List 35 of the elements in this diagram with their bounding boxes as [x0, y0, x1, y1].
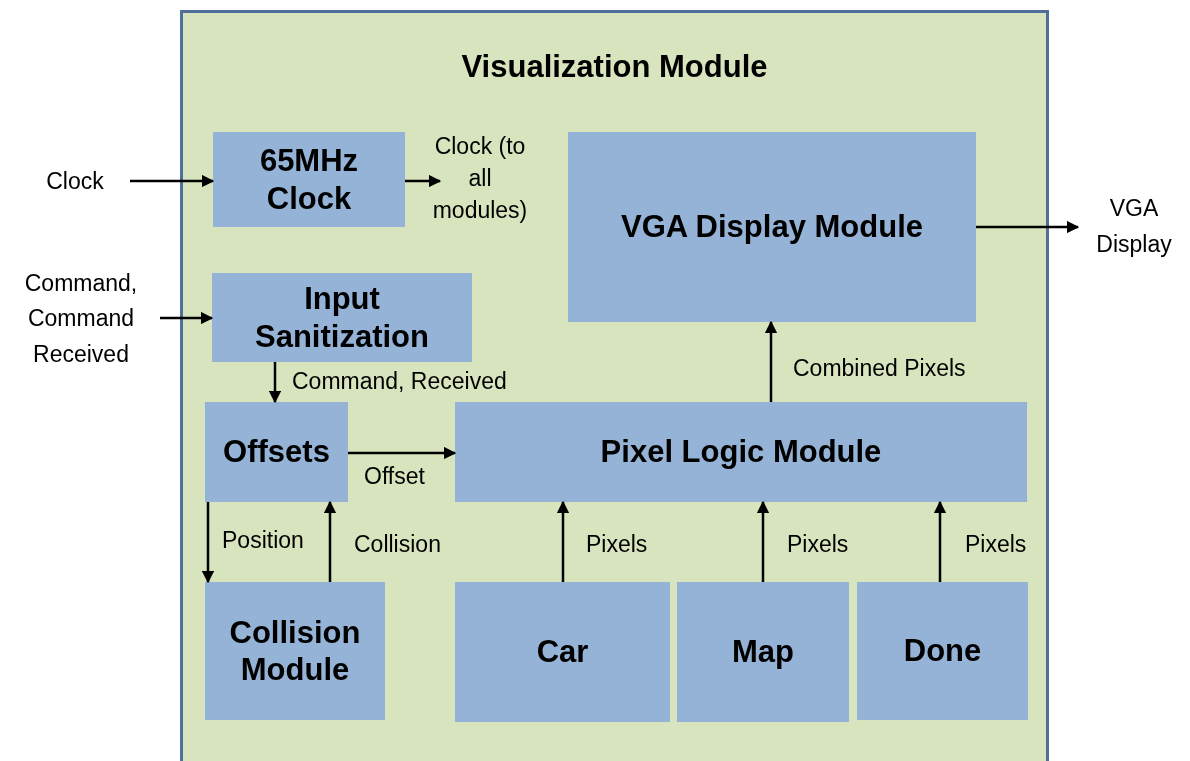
module-panel: [180, 10, 1049, 761]
signal-name: VGA Display: [1078, 190, 1190, 264]
arrow: [756, 500, 770, 582]
panel-title: Visualization Module: [460, 49, 769, 85]
arrow: [323, 500, 337, 582]
block-box: Offsets: [205, 402, 348, 502]
edge-label: Command, Received: [292, 367, 507, 396]
arrow: [201, 502, 215, 584]
block-box: Car: [455, 582, 670, 722]
block-box: VGA Display Module: [568, 132, 976, 322]
block-box: Done: [857, 582, 1028, 720]
arrow: [160, 311, 214, 325]
edge-label: Pixels: [965, 530, 1027, 559]
arrow: [268, 362, 282, 404]
edge-label: Pixels: [787, 530, 849, 559]
arrow: [405, 174, 442, 188]
edge-label: Position: [222, 526, 304, 555]
edge-label: Clock (to all modules): [431, 132, 529, 226]
arrow: [556, 500, 570, 582]
arrow: [348, 446, 457, 460]
arrow: [130, 174, 215, 188]
signal-name: Command, Command Received: [2, 266, 160, 372]
block-box: Pixel Logic Module: [455, 402, 1027, 502]
block-box: 65MHz Clock: [213, 132, 405, 227]
edge-label: Offset: [364, 462, 425, 491]
block-box: Map: [677, 582, 849, 722]
edge-label: Collision: [354, 530, 441, 559]
arrow: [764, 320, 778, 402]
edge-label: Pixels: [586, 530, 648, 559]
signal-name: Clock: [20, 160, 130, 204]
block-box: Collision Module: [205, 582, 385, 720]
arrow: [976, 220, 1080, 234]
block-box: Input Sanitization: [212, 273, 472, 362]
edge-label: Combined Pixels: [793, 354, 966, 383]
arrow: [933, 500, 947, 582]
